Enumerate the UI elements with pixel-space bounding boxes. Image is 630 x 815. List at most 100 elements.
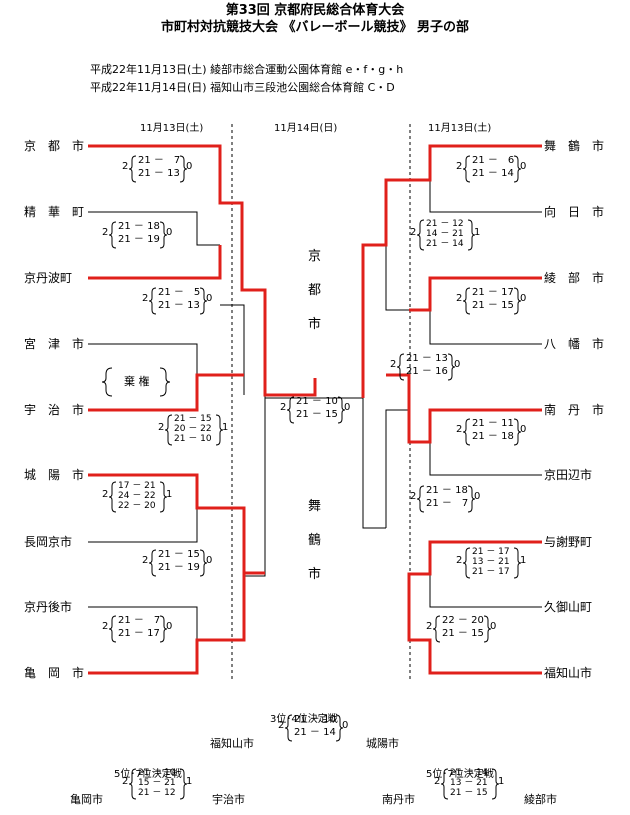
score-line: 21 － 15 (174, 414, 212, 424)
score-line: 21 － 7 (426, 498, 469, 509)
score-sets-lost: 0 (520, 424, 527, 435)
score-sets-won: 2 (122, 161, 129, 172)
score-block: 2 21 － 11 21 － 18 0 (456, 417, 526, 447)
fifth-right-team-a: 南丹市 (382, 793, 415, 806)
score-sets-lost: 1 (166, 489, 173, 500)
score-sets-lost: 0 (206, 293, 213, 304)
score-braces (148, 549, 208, 577)
fifth-right-label: 5位･7位決定戦 (426, 769, 494, 780)
team-right-4: 八 幡 市 (544, 337, 605, 351)
team-left-6: 城 陽 市 (24, 468, 85, 482)
team-left-9: 亀 岡 市 (24, 666, 85, 680)
score-line: 21 － 7 (138, 155, 181, 166)
score-line: 13 － 21 (472, 557, 510, 567)
score-line: 21 － 14 (426, 239, 464, 249)
score-braces (286, 396, 346, 424)
score-line: 22 － 20 (118, 501, 156, 511)
score-line: 21 － 15 (442, 628, 484, 639)
score-sets-won: 2 (142, 293, 149, 304)
score-braces (416, 485, 476, 513)
date-left: 11月13日(土) (140, 123, 204, 134)
score-sets-lost: 0 (166, 227, 173, 238)
score-line: 21 － 15 (450, 788, 488, 798)
score-sets-lost: 0 (344, 402, 351, 413)
score-braces (108, 481, 168, 513)
score-braces (462, 547, 522, 579)
score-line: 21 － 12 (426, 219, 464, 229)
team-right-8: 久御山町 (544, 600, 593, 614)
score-line: 21 － 18 (472, 431, 514, 442)
score-sets-won: 2 (280, 402, 287, 413)
score-line: 21 － 16 (406, 366, 448, 377)
score-line: 20 － 22 (174, 424, 212, 434)
score-line: 21 － 17 (118, 628, 160, 639)
team-left-4: 宮 津 市 (24, 337, 85, 351)
score-line: 15 － 21 (138, 778, 176, 788)
score-sets-lost: 0 (520, 293, 527, 304)
score-sets-won: 2 (456, 424, 463, 435)
score-line: 21 － 13 (406, 353, 448, 364)
finalist-bottom-1: 舞 (308, 499, 322, 514)
team-right-9: 福知山市 (544, 666, 593, 680)
score-sets-lost: 0 (342, 720, 349, 731)
score-line: 21 － 6 (472, 155, 515, 166)
fifth-left-team-a: 亀岡市 (70, 793, 103, 806)
score-braces (128, 768, 188, 800)
score-line: 21 － 17 (472, 547, 510, 557)
score-braces (108, 221, 168, 249)
score-braces (462, 155, 522, 183)
score-sets-lost: 0 (474, 491, 481, 502)
forfeit-label: 棄 権 (124, 375, 150, 388)
score-line: 21 － 13 (158, 300, 200, 311)
venue-line-2: 平成22年11月14日(日) 福知山市三段池公園総合体育館 C・D (90, 81, 395, 94)
score-line: 21 － 13 (138, 168, 180, 179)
score-sets-won: 2 (426, 621, 433, 632)
finalist-bottom-3: 市 (308, 567, 322, 582)
score-line: 21 － 10 (294, 714, 336, 725)
score-braces (440, 768, 500, 800)
score-line: 21 － 15 (472, 300, 514, 311)
score-line: 21 － 19 (118, 234, 160, 245)
score-sets-lost: 0 (454, 359, 461, 370)
score-sets-won: 2 (456, 161, 463, 172)
date-center: 11月14日(日) (274, 123, 338, 134)
score-line: 21 － 17 (472, 567, 510, 577)
score-sets-won: 2 (122, 776, 129, 787)
score-sets-lost: 0 (490, 621, 497, 632)
score-line: 21 － 12 (138, 788, 176, 798)
score-sets-won: 2 (456, 555, 463, 566)
team-left-2: 精 華 町 (24, 205, 85, 219)
team-right-3: 綾 部 市 (544, 271, 605, 285)
score-sets-won: 2 (278, 720, 285, 731)
score-line: 21 － 19 (158, 562, 200, 573)
score-sets-lost: 1 (474, 227, 481, 238)
score-braces (108, 615, 168, 643)
score-line: 21 － 11 (472, 418, 514, 429)
score-sets-won: 2 (434, 776, 441, 787)
score-line: 21 － 10 (296, 396, 338, 407)
score-line: 21 － 10 (174, 434, 212, 444)
score-sets-won: 2 (102, 227, 109, 238)
third-team-b: 城陽市 (366, 737, 399, 750)
date-right: 11月13日(土) (428, 123, 492, 134)
score-sets-won: 2 (142, 555, 149, 566)
score-sets-lost: 0 (520, 161, 527, 172)
score-sets-won: 2 (102, 489, 109, 500)
finalist-bottom-2: 鶴 (308, 533, 322, 548)
score-line: 21 － 18 (118, 221, 160, 232)
score-line: 24 － 22 (118, 491, 156, 501)
score-braces (462, 418, 522, 446)
title-line-1: 第33回 京都府民総合体育大会 (225, 3, 405, 18)
score-sets-lost: 0 (166, 621, 173, 632)
fifth-left-label: 5位･7位決定戦 (114, 769, 182, 780)
